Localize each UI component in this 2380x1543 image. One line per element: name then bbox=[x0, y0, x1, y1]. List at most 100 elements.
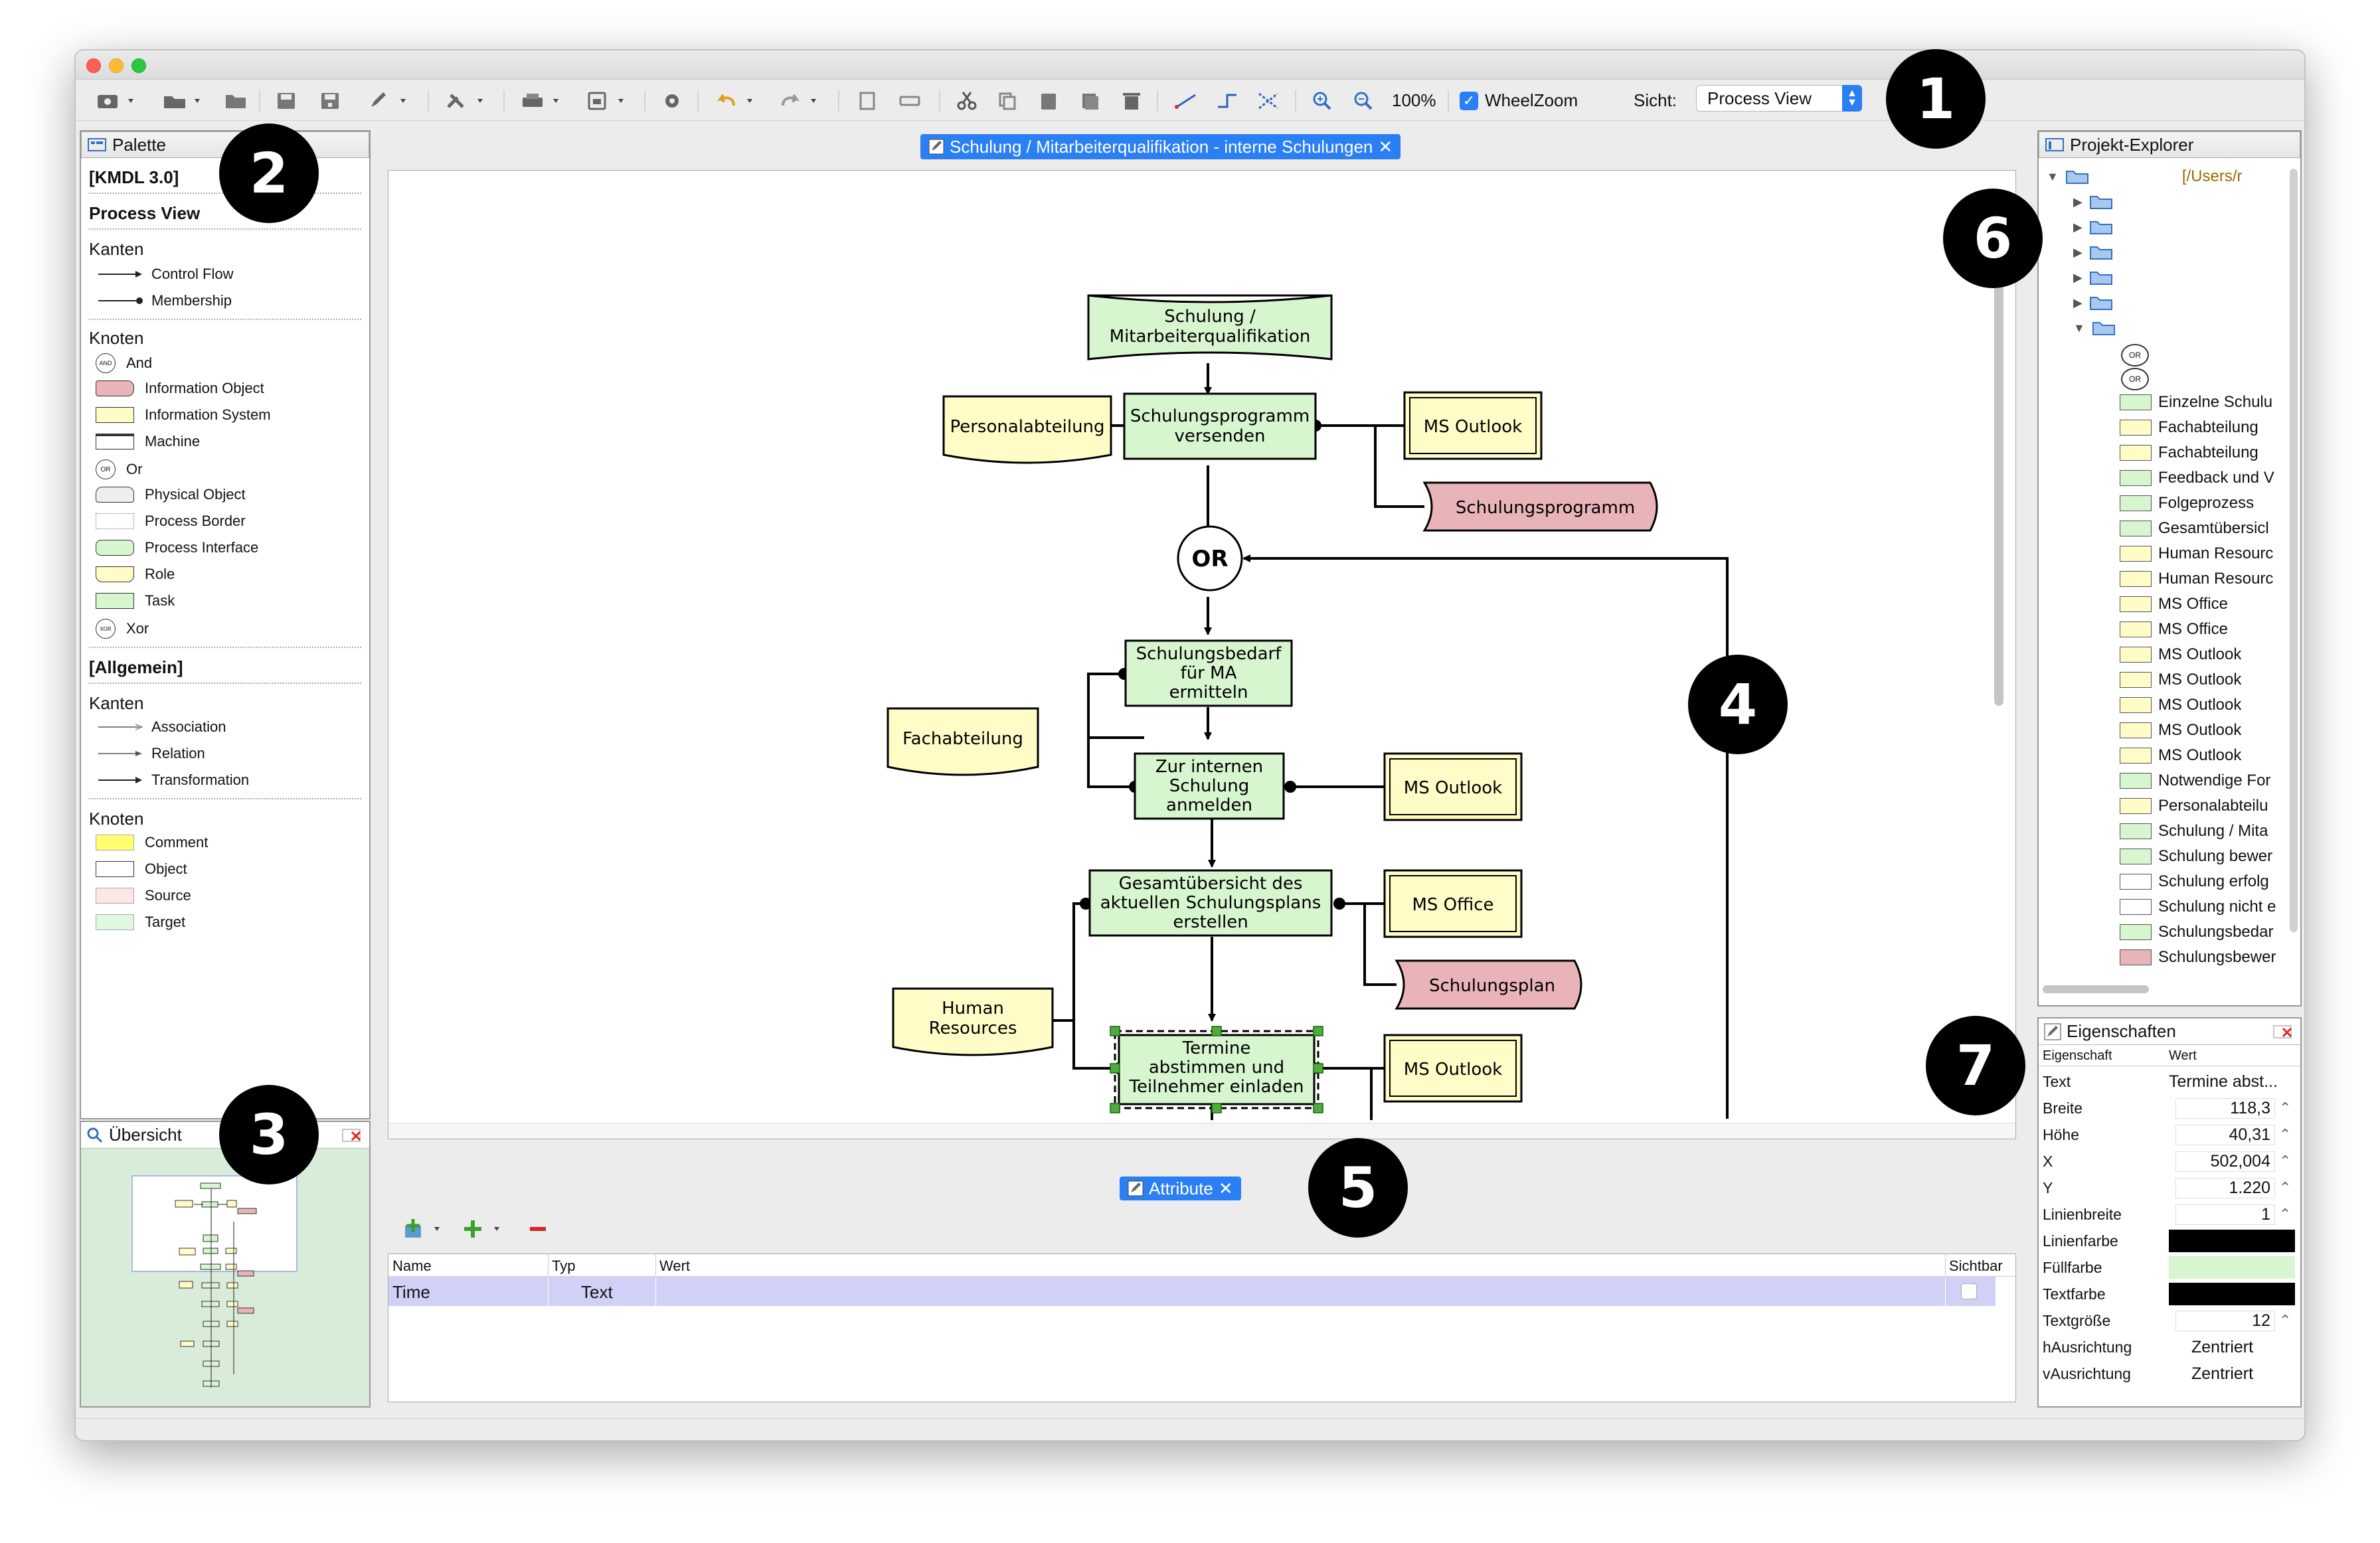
undo-icon[interactable] bbox=[713, 88, 760, 114]
list-item[interactable]: Personalabteilu bbox=[2120, 797, 2268, 815]
table-row[interactable]: Breite⌃118,3 bbox=[2039, 1096, 2300, 1121]
list-item[interactable]: Schulung bewer bbox=[2120, 847, 2272, 866]
list-item[interactable]: MS Outlook bbox=[2120, 696, 2241, 714]
add-green-plus-icon[interactable] bbox=[462, 1218, 509, 1240]
redo-icon[interactable] bbox=[777, 88, 823, 114]
property-value[interactable]: 1 bbox=[2175, 1204, 2275, 1225]
palette-information-object[interactable]: Information Object bbox=[96, 380, 264, 397]
palette-source[interactable]: Source bbox=[96, 887, 191, 904]
tree-folder-5[interactable]: ▶ bbox=[2073, 295, 2113, 311]
list-item[interactable]: Feedback und V bbox=[2120, 469, 2274, 487]
palette-control-flow[interactable]: Control Flow bbox=[96, 266, 233, 283]
orthogonal-edge-icon[interactable] bbox=[1214, 88, 1240, 114]
color-swatch[interactable] bbox=[2169, 1256, 2295, 1279]
table-row[interactable]: Textfarbe bbox=[2039, 1281, 2300, 1307]
property-value[interactable]: 40,31 bbox=[2175, 1124, 2275, 1145]
minimize-window-button[interactable] bbox=[109, 58, 124, 73]
tree-folder-3[interactable]: ▶ bbox=[2073, 244, 2113, 260]
export-icon[interactable] bbox=[584, 88, 631, 114]
property-value[interactable]: Zentriert bbox=[2191, 1337, 2254, 1356]
property-value[interactable]: Zentriert bbox=[2191, 1364, 2254, 1383]
sichtbar-checkbox[interactable] bbox=[1961, 1283, 1977, 1299]
tree-folder-6[interactable]: ▼ bbox=[2073, 320, 2116, 336]
list-item[interactable]: Fachabteilung bbox=[2120, 444, 2258, 462]
cut-icon[interactable] bbox=[954, 88, 980, 114]
list-item[interactable]: Human Resourc bbox=[2120, 544, 2273, 563]
col-name[interactable]: Name bbox=[392, 1258, 432, 1274]
stepper-icon[interactable]: ⌃ bbox=[2279, 1099, 2292, 1116]
tools-icon[interactable] bbox=[444, 88, 490, 114]
property-value[interactable]: 12 bbox=[2175, 1310, 2275, 1331]
tree-root[interactable]: ▼[/Users/r bbox=[2047, 167, 2243, 185]
close-window-button[interactable] bbox=[86, 58, 101, 73]
print-icon[interactable] bbox=[519, 88, 566, 114]
close-panel-icon[interactable] bbox=[341, 1127, 364, 1144]
zoom-window-button[interactable] bbox=[131, 58, 146, 73]
close-tab-icon[interactable]: ✕ bbox=[1378, 136, 1393, 157]
list-item[interactable]: Schulung nicht e bbox=[2120, 898, 2276, 916]
tab-attribute[interactable]: Attribute ✕ bbox=[1120, 1177, 1241, 1200]
list-item[interactable]: MS Outlook bbox=[2120, 746, 2241, 765]
overview-viewport[interactable] bbox=[131, 1175, 298, 1272]
list-item[interactable]: Schulungsbewer bbox=[2120, 948, 2276, 967]
close-panel-icon[interactable] bbox=[2272, 1023, 2295, 1040]
stepper-icon[interactable]: ⌃ bbox=[2279, 1126, 2292, 1143]
palette-association[interactable]: Association bbox=[96, 718, 226, 736]
open-folder-icon[interactable] bbox=[161, 88, 207, 114]
zoom-in-icon[interactable] bbox=[1310, 88, 1336, 114]
stepper-icon[interactable]: ⌃ bbox=[2279, 1179, 2292, 1196]
attr-name-cell[interactable]: Time bbox=[392, 1282, 430, 1302]
list-item[interactable]: Schulungsbedar bbox=[2120, 923, 2273, 941]
explorer-scrollbar[interactable] bbox=[2290, 169, 2298, 932]
property-value[interactable]: 118,3 bbox=[2175, 1097, 2275, 1119]
list-item[interactable]: Notwendige For bbox=[2120, 772, 2270, 790]
tree-folder-2[interactable]: ▶ bbox=[2073, 219, 2113, 235]
list-item[interactable]: MS Outlook bbox=[2120, 671, 2241, 689]
property-value[interactable]: 502,004 bbox=[2175, 1151, 2275, 1172]
palette-comment[interactable]: Comment bbox=[96, 834, 208, 851]
palette-machine[interactable]: Machine bbox=[96, 433, 200, 450]
table-row[interactable]: Höhe⌃40,31 bbox=[2039, 1122, 2300, 1147]
palette-physical-object[interactable]: Physical Object bbox=[96, 486, 246, 503]
attr-typ-cell[interactable]: Text bbox=[581, 1282, 613, 1302]
remove-attribute-icon[interactable] bbox=[526, 1218, 552, 1240]
tree-or-2[interactable]: OR bbox=[2121, 368, 2149, 390]
list-item[interactable]: Folgeprozess bbox=[2120, 494, 2254, 513]
palette-process-border[interactable]: Process Border bbox=[96, 513, 246, 530]
list-item[interactable]: Gesamtübersicl bbox=[2120, 519, 2269, 538]
col-typ[interactable]: Typ bbox=[552, 1258, 576, 1274]
explorer-horizontal-scrollbar[interactable] bbox=[2043, 985, 2149, 993]
rectangle-icon[interactable] bbox=[896, 88, 923, 114]
stepper-icon[interactable]: ⌃ bbox=[2279, 1206, 2292, 1222]
folder-icon[interactable] bbox=[223, 88, 250, 114]
settings-gear-icon[interactable] bbox=[659, 88, 685, 114]
list-item[interactable]: MS Outlook bbox=[2120, 721, 2241, 740]
tab-editor-diagram[interactable]: Schulung / Mitarbeiterqualifikation - in… bbox=[920, 134, 1401, 159]
palette-relation[interactable]: Relation bbox=[96, 745, 205, 762]
list-item[interactable]: Human Resourc bbox=[2120, 570, 2273, 588]
curved-edge-icon[interactable] bbox=[1255, 88, 1282, 114]
canvas-vertical-scrollbar[interactable] bbox=[1994, 254, 2003, 706]
list-item[interactable]: Einzelne Schulu bbox=[2120, 393, 2272, 412]
view-select[interactable]: Process View▲▼ bbox=[1696, 85, 1862, 112]
tree-or-1[interactable]: OR bbox=[2121, 344, 2149, 366]
stepper-icon[interactable]: ⌃ bbox=[2279, 1153, 2292, 1169]
zoom-out-icon[interactable] bbox=[1351, 88, 1377, 114]
save-all-icon[interactable] bbox=[317, 88, 344, 114]
palette-task[interactable]: Task bbox=[96, 592, 175, 609]
wheelzoom-checkbox[interactable]: ✓ bbox=[1460, 92, 1478, 110]
list-item[interactable]: Schulung / Mita bbox=[2120, 822, 2268, 841]
canvas-horizontal-scrollbar-track[interactable] bbox=[388, 1123, 2015, 1139]
table-row[interactable]: Linienfarbe bbox=[2039, 1228, 2300, 1254]
col-wert[interactable]: Wert bbox=[659, 1258, 691, 1274]
table-row[interactable]: Textgröße⌃12 bbox=[2039, 1308, 2300, 1333]
tree-folder-1[interactable]: ▶ bbox=[2073, 194, 2113, 210]
palette-role[interactable]: Role bbox=[96, 566, 175, 583]
list-item[interactable]: MS Office bbox=[2120, 595, 2228, 613]
